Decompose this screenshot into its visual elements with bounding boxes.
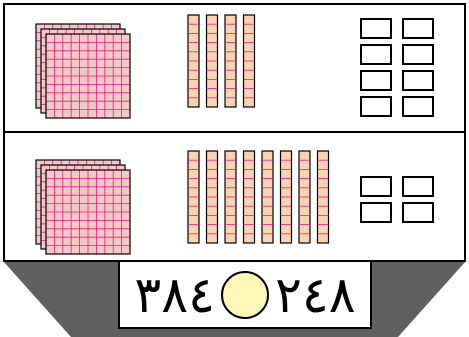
ten-rod — [281, 151, 292, 243]
one-unit — [361, 71, 391, 90]
ten-rod — [188, 15, 199, 107]
ten-rod — [244, 15, 255, 107]
one-unit — [361, 203, 391, 222]
one-unit — [361, 97, 391, 116]
one-unit — [403, 71, 433, 90]
ten-rod — [244, 151, 255, 243]
row-top — [36, 15, 433, 118]
one-unit — [403, 203, 433, 222]
comparison-circle-input[interactable] — [221, 271, 269, 319]
one-unit — [403, 97, 433, 116]
one-unit — [361, 45, 391, 64]
row-bottom — [36, 151, 433, 254]
left-number: ٣٨٤ — [134, 270, 215, 320]
one-unit — [361, 177, 391, 196]
ten-rod — [262, 151, 273, 243]
one-unit — [403, 45, 433, 64]
comparison-panel: ٣٨٤ ٢٤٨ — [118, 260, 372, 329]
ten-rod — [225, 15, 236, 107]
one-unit — [403, 177, 433, 196]
ten-rod — [299, 151, 310, 243]
ten-rod — [318, 151, 329, 243]
hundred-flat — [46, 170, 130, 254]
one-unit — [361, 19, 391, 38]
ten-rod — [207, 15, 218, 107]
ten-rod — [188, 151, 199, 243]
right-number: ٢٤٨ — [275, 270, 356, 320]
ten-rod — [207, 151, 218, 243]
hundred-flat — [46, 34, 130, 118]
ten-rod — [225, 151, 236, 243]
one-unit — [403, 19, 433, 38]
